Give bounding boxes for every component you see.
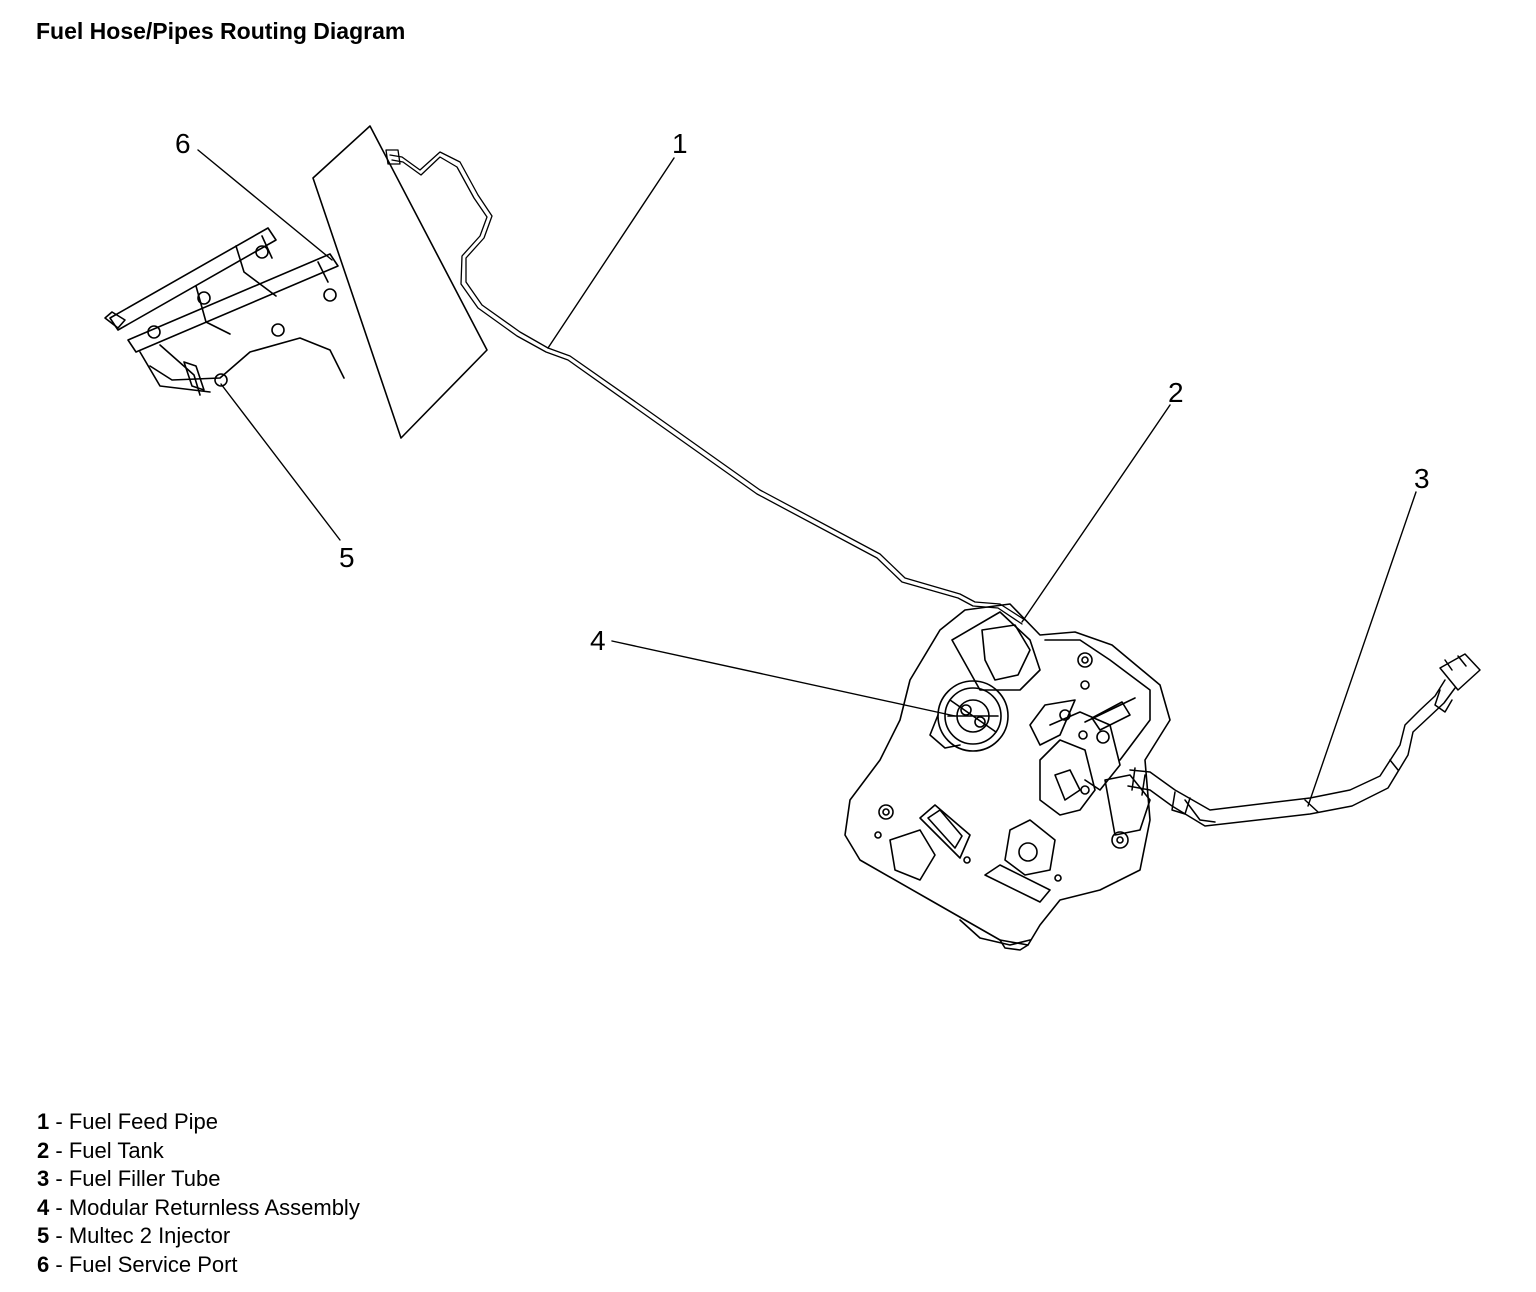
legend-item-5: 5 - Multec 2 Injector <box>37 1223 231 1249</box>
leader-line-1 <box>547 157 675 349</box>
fuel-tank <box>844 603 1171 951</box>
leader-line-6 <box>197 149 333 261</box>
leader-line-3 <box>1307 491 1417 807</box>
callout-1: 1 <box>672 128 688 159</box>
page-title: Fuel Hose/Pipes Routing Diagram <box>36 18 406 44</box>
legend-item-4: 4 - Modular Returnless Assembly <box>37 1194 360 1220</box>
callout-4: 4 <box>590 625 606 656</box>
legend: 1 - Fuel Feed Pipe 2 - Fuel Tank 3 - Fue… <box>37 1108 360 1280</box>
legend-item-1: 1 - Fuel Feed Pipe <box>37 1109 219 1134</box>
leader-line-4 <box>611 640 956 717</box>
callout-3: 3 <box>1414 463 1430 494</box>
callout-5: 5 <box>339 542 355 573</box>
fuel-filler-tube <box>1127 653 1481 827</box>
legend-item-3: 3 - Fuel Filler Tube <box>37 1166 221 1192</box>
legend-item-6: 6 - Fuel Service Port <box>37 1251 238 1277</box>
leader-line-2 <box>1021 404 1171 623</box>
leader-line-5 <box>220 383 341 541</box>
fuel-feed-pipe <box>385 149 1026 625</box>
callout-2: 2 <box>1168 377 1184 408</box>
engine-detail-box <box>312 125 488 439</box>
leader-lines <box>197 149 1417 807</box>
legend-item-2: 2 - Fuel Tank <box>37 1137 164 1163</box>
fuel-rail-assembly <box>104 227 345 396</box>
modular-returnless-assembly <box>929 680 1009 752</box>
callout-6: 6 <box>175 128 191 159</box>
